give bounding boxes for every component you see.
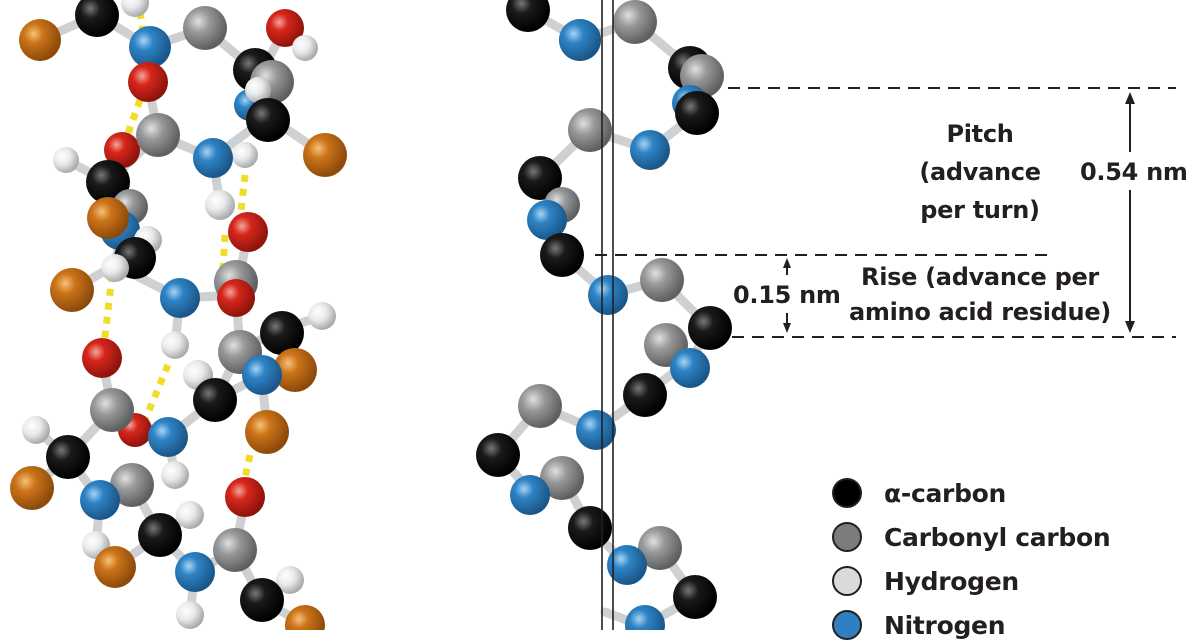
rise-value: 0.15 nm xyxy=(733,281,841,309)
pitch-value: 0.54 nm xyxy=(1080,158,1188,186)
legend-item-hydrogen: Hydrogen xyxy=(832,563,1019,599)
arrowheads xyxy=(783,92,1135,333)
left-helix-model xyxy=(10,0,347,630)
rise-description-line1: Rise (advance per xyxy=(861,263,1099,291)
legend-label: Carbonyl carbon xyxy=(884,522,1111,552)
right-helix-backbone xyxy=(476,0,732,630)
legend-item-alpha-carbon: α-carbon xyxy=(832,475,1006,511)
atoms xyxy=(10,0,347,630)
rise-description-line2: amino acid residue) xyxy=(849,298,1111,326)
alpha-helix-diagram xyxy=(10,0,1176,630)
legend-label: Hydrogen xyxy=(884,566,1019,596)
helix-axis xyxy=(601,0,614,630)
pitch-title: Pitch xyxy=(946,120,1014,148)
hydrogen-swatch-icon xyxy=(832,566,862,596)
nitrogen-swatch-icon xyxy=(832,610,862,640)
pitch-description-line2: (advance xyxy=(919,158,1041,186)
legend-item-nitrogen: Nitrogen xyxy=(832,607,1006,643)
measurement-guides xyxy=(595,87,1176,338)
legend-label: Nitrogen xyxy=(884,610,1006,640)
carbonyl-carbon-swatch-icon xyxy=(832,522,862,552)
legend-label: α-carbon xyxy=(884,478,1007,508)
pitch-description-line3: per turn) xyxy=(920,196,1040,224)
legend-item-carbonyl-carbon: Carbonyl carbon xyxy=(832,519,1111,555)
alpha-carbon-swatch-icon xyxy=(832,478,862,508)
